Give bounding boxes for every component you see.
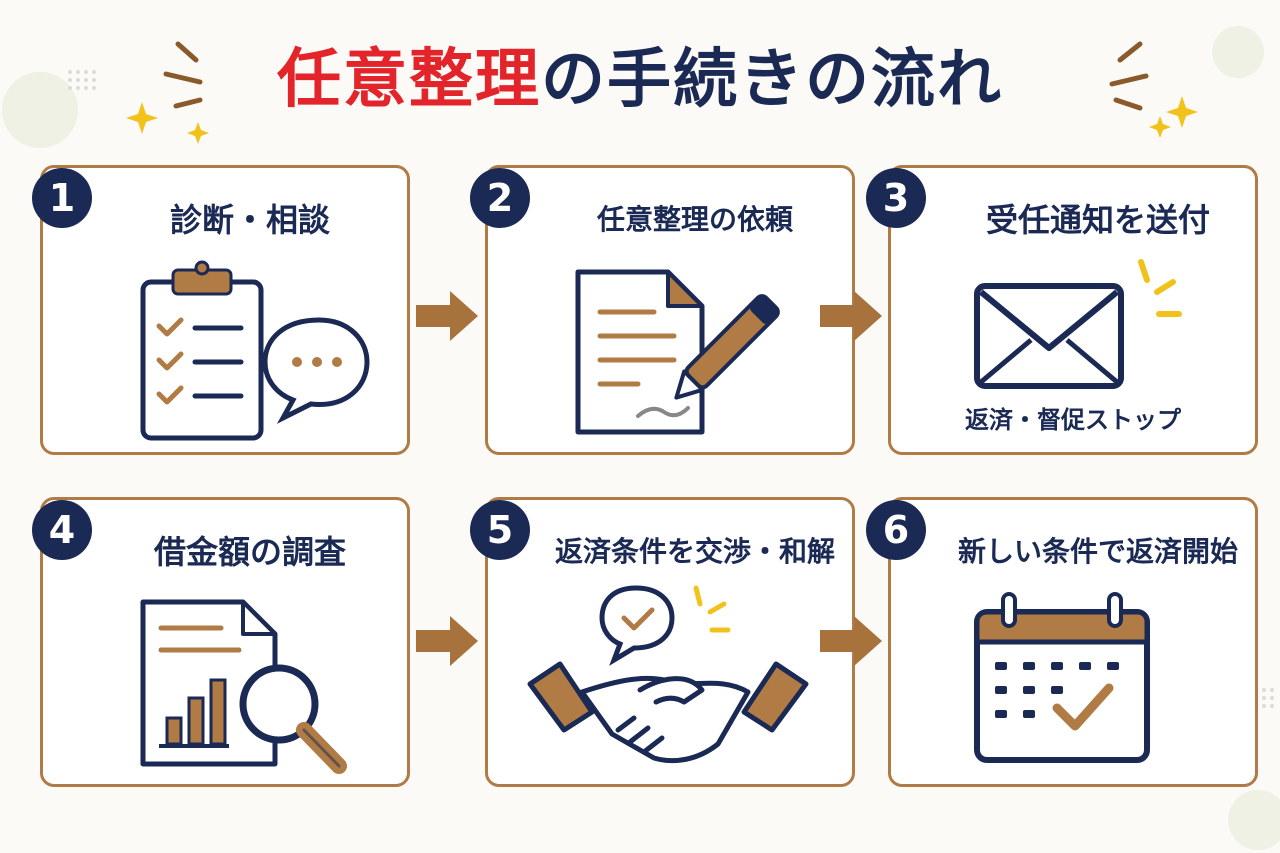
step-number-5: 5: [470, 500, 530, 560]
sparkle-right-icon: [1109, 41, 1198, 138]
clipboard-chat-icon: [140, 260, 370, 441]
envelope-icon: [974, 259, 1182, 389]
step-label: 返済条件を交渉・和解: [554, 535, 835, 568]
step-card-3: 受任通知を送付 返済・督促ストップ: [888, 165, 1258, 455]
step-number-6: 6: [866, 500, 926, 560]
handshake-icon: [527, 585, 809, 764]
arrow-right-icon: [416, 616, 478, 666]
step-number-2: 2: [470, 168, 530, 228]
report-magnifier-icon: [140, 599, 347, 774]
step-label: 診断・相談: [169, 201, 330, 239]
sparkle-left-icon: [126, 41, 209, 144]
step-label: 借金額の調査: [153, 533, 346, 571]
title-rest: の手続きの流れ: [541, 43, 1003, 117]
step-card-5: 返済条件を交渉・和解: [485, 497, 855, 787]
step-card-1: 診断・相談: [40, 165, 410, 455]
step-label: 任意整理の依頼: [596, 203, 793, 236]
step-card-4: 借金額の調査: [40, 497, 410, 787]
arrow-right-icon: [820, 291, 882, 341]
document-pen-icon: [575, 269, 780, 435]
title-accent: 任意整理: [277, 43, 541, 117]
step-number-3: 3: [866, 168, 926, 228]
page-title: 任意整理の手続きの流れ: [0, 30, 1280, 130]
step-sublabel: 返済・督促ストップ: [965, 406, 1181, 434]
arrow-right-icon: [820, 616, 882, 666]
arrow-right-icon: [416, 291, 478, 341]
step-card-6: 新しい条件で返済開始: [888, 497, 1258, 787]
step-label: 新しい条件で返済開始: [957, 535, 1238, 568]
step-number-4: 4: [32, 500, 92, 560]
calendar-check-icon: [974, 592, 1150, 763]
step-number-1: 1: [32, 168, 92, 228]
step-label: 受任通知を送付: [985, 201, 1210, 239]
step-card-2: 任意整理の依頼: [485, 165, 855, 455]
